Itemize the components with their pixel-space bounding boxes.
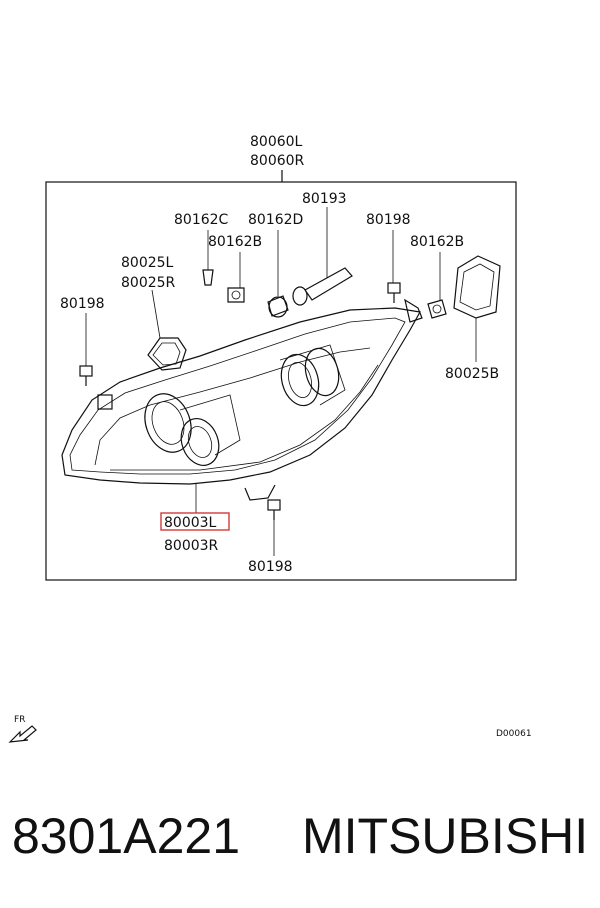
label-80198-left: 80198 — [60, 296, 105, 312]
label-80003l: 80003L — [164, 515, 217, 531]
socket-80162b-right-icon — [427, 252, 447, 319]
front-arrow-icon — [8, 725, 37, 743]
label-80003r: 80003R — [164, 538, 219, 554]
bolt-80198-top-icon — [387, 230, 401, 303]
socket-80162b-left-icon — [227, 252, 245, 303]
diagram-frame — [45, 181, 517, 581]
front-indicator: FR — [14, 715, 25, 725]
bolt-80198-left-icon — [79, 313, 93, 386]
label-80193: 80193 — [302, 191, 347, 207]
label-80198-top: 80198 — [366, 212, 411, 228]
label-80198-bottom: 80198 — [248, 559, 293, 575]
dust-cover-left — [147, 289, 187, 371]
bolt-80198-bottom-icon — [267, 499, 281, 556]
label-assembly-l: 80060L — [250, 134, 303, 150]
label-80025r: 80025R — [121, 275, 176, 291]
label-80162b-left: 80162B — [208, 234, 262, 250]
label-80162b-right: 80162B — [410, 234, 464, 250]
label-80162d: 80162D — [248, 212, 303, 228]
label-assembly-r: 80060R — [250, 153, 305, 169]
label-80025b: 80025B — [445, 366, 499, 382]
highlight-box-80003l — [160, 512, 230, 531]
projector-high-beam — [279, 344, 346, 407]
label-80025l: 80025L — [121, 255, 174, 271]
part-number: 8301A221 — [12, 808, 240, 864]
bulb-80162d-icon — [267, 230, 289, 318]
bulb-80193-icon — [292, 207, 353, 306]
label-80162c: 80162C — [174, 212, 229, 228]
diagram-code: D00061 — [496, 729, 532, 739]
brand-name: MITSUBISHI — [302, 808, 588, 864]
dust-cover-square — [453, 255, 501, 362]
headlamp-housing — [61, 298, 423, 501]
projector-low-beam — [144, 393, 241, 466]
socket-80162c-icon — [202, 230, 214, 286]
